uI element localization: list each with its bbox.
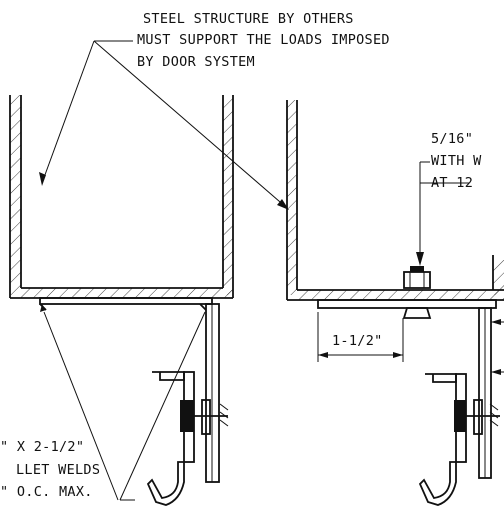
right-bolt-head — [454, 400, 466, 432]
bolt-note-line-1: 5/16" — [431, 131, 473, 147]
structure-note-line-2: MUST SUPPORT THE LOADS IMPOSED — [137, 32, 390, 48]
left-bolt-nut — [201, 399, 211, 435]
structure-note-leaders — [39, 40, 289, 210]
bolt-note-line-3: AT 12 — [431, 175, 473, 191]
left-mounting-plate — [39, 297, 213, 305]
left-hook-curve — [146, 461, 185, 506]
left-hook-top — [152, 371, 185, 381]
left-detail — [9, 95, 234, 506]
left-bolt-head — [180, 400, 194, 432]
left-channel-bottom-hatch — [21, 288, 233, 298]
weld-note-line-2: LLET WELDS — [16, 462, 100, 478]
bolt-note-line-2: WITH W — [431, 153, 482, 169]
right-mounting-plate — [317, 299, 497, 309]
left-channel-right-wall-hatch — [223, 95, 233, 295]
structure-note-line-1: STEEL STRUCTURE BY OTHERS — [143, 11, 354, 27]
right-top-nut — [403, 271, 431, 289]
left-channel-wall-hatch — [10, 95, 21, 295]
structure-note-line-3: BY DOOR SYSTEM — [137, 54, 255, 70]
weld-note-line-3: " O.C. MAX. — [0, 484, 93, 500]
right-channel-bottom-hatch — [297, 290, 504, 300]
right-hook-curve — [418, 461, 457, 506]
right-channel-wall-hatch — [287, 100, 297, 295]
right-hook-top — [425, 373, 457, 383]
plate-offset-dimension: 1-1/2" — [332, 333, 383, 349]
right-detail — [286, 100, 504, 506]
right-bottom-nut — [402, 307, 432, 319]
right-bolt-nut — [473, 399, 483, 435]
weld-note-line-1: " X 2-1/2" — [0, 439, 84, 455]
